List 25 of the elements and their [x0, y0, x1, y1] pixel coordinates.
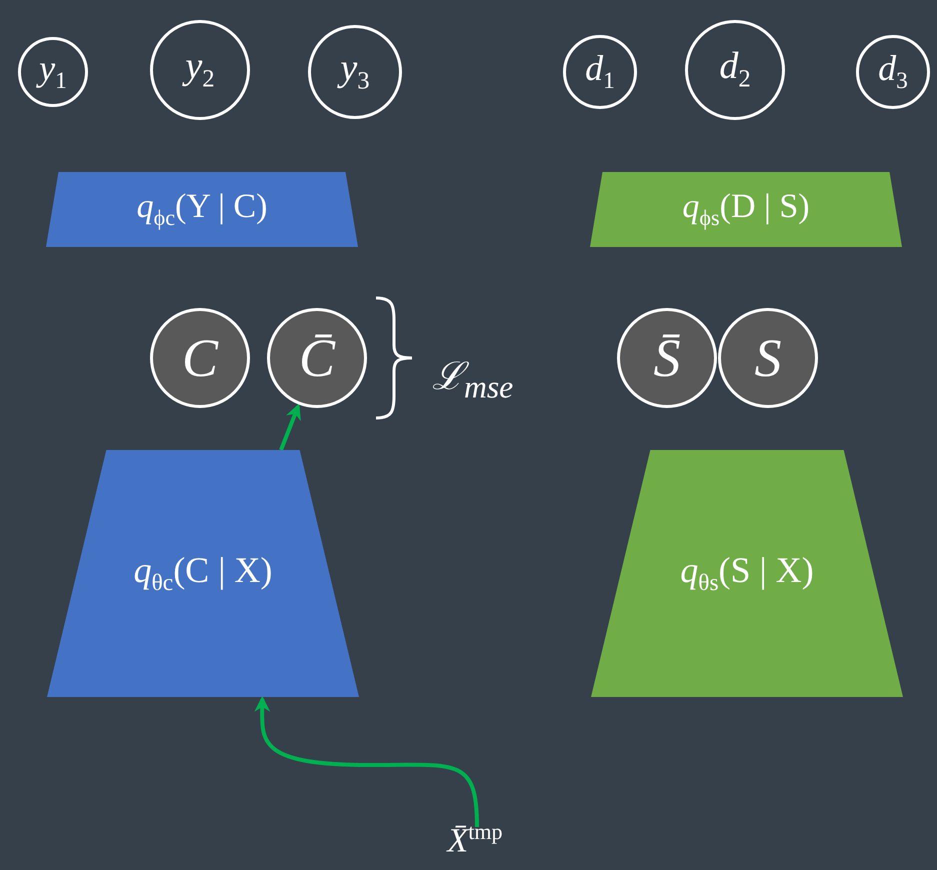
- network-trapezoid: [591, 450, 903, 697]
- math-label: d$_{2}$: [719, 47, 751, 93]
- math-label: q$_{θc}$(C | X): [134, 552, 272, 596]
- arrow: [254, 696, 479, 828]
- variable-circle: [308, 25, 402, 119]
- arrow: [279, 403, 301, 451]
- input-label: X̄$^{tmp}$: [447, 821, 503, 859]
- network-trapezoid: [46, 172, 358, 247]
- math-label: d$_{3}$: [878, 50, 908, 94]
- variable-circle: [18, 37, 88, 107]
- math-label: d$_{1}$: [585, 50, 615, 94]
- variable-circle: [685, 20, 785, 120]
- loss-label: ℒ$_{mse}$: [432, 358, 514, 404]
- math-label: S̄: [654, 331, 680, 385]
- math-label: S: [754, 331, 782, 385]
- variable-circle: [856, 35, 930, 109]
- math-label: C: [182, 331, 218, 385]
- math-label: q$_{θs}$(S | X): [680, 552, 814, 596]
- math-label: q$_{ϕc}$(Y | C): [136, 190, 268, 229]
- variable-circle: [150, 20, 250, 120]
- variable-circle: [563, 35, 637, 109]
- network-trapezoid: [47, 450, 359, 697]
- network-trapezoid: [590, 172, 902, 247]
- math-label: q$_{ϕs}$(D | S): [682, 190, 810, 229]
- math-label: C̄: [298, 331, 336, 385]
